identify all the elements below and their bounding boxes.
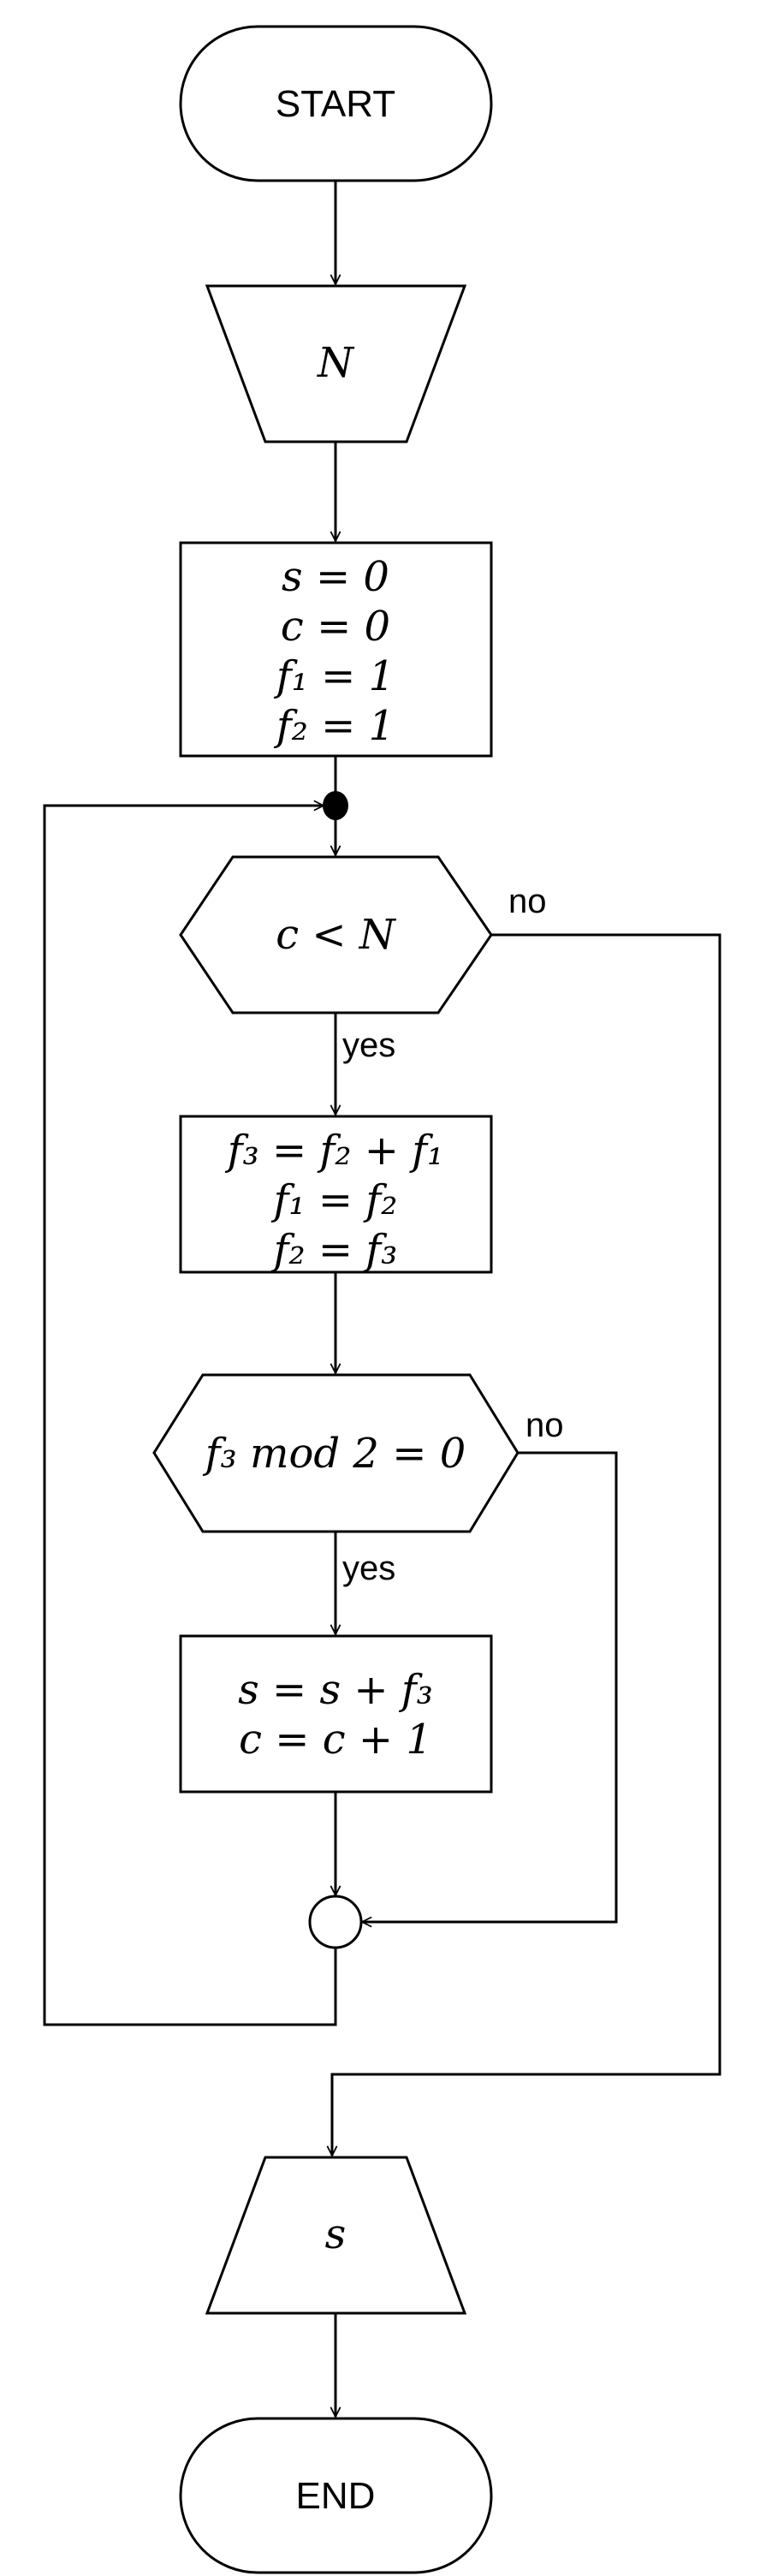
input-label: N [317,339,355,387]
update-line: f₃ = f₂ + f₁ [225,1127,444,1175]
edge-even-no [362,1451,618,1922]
init-process: s = 0 c = 0 f₁ = 1 f₂ = 1 [179,541,493,758]
init-line: s = 0 [282,553,389,601]
accumulate-process: s = s + f₃ c = c + 1 [179,1634,493,1794]
even-condition-no-label: no [525,1407,564,1444]
output-node: s [205,2156,467,2315]
init-line: f₁ = 1 [274,652,395,700]
loop-condition-decision: c < N [179,855,493,1014]
loop-junction-dot [323,791,348,820]
merge-connector [308,1895,363,1949]
edge-loop-back [43,806,337,2026]
accumulate-line: s = s + f₃ [238,1666,433,1714]
end-terminal: END [179,2417,493,2574]
start-terminal: START [179,25,493,182]
edge-condition-no [332,933,721,2156]
even-condition-decision: f₃ mod 2 = 0 [152,1373,520,1533]
loop-condition-no-label: no [508,883,547,920]
init-line: f₂ = 1 [274,702,395,750]
start-label: START [276,83,395,125]
input-node: N [205,284,467,443]
update-line: f₁ = f₂ [271,1176,398,1224]
loop-condition-label: c < N [276,911,397,959]
output-label: s [325,2210,347,2258]
accumulate-line: c = c + 1 [239,1716,432,1764]
init-line: c = 0 [281,603,390,651]
update-process: f₃ = f₂ + f₁ f₁ = f₂ f₂ = f₃ [179,1115,493,1274]
end-label: END [296,2475,376,2517]
even-condition-label: f₃ mod 2 = 0 [203,1430,466,1478]
update-line: f₂ = f₃ [271,1226,398,1274]
even-condition-yes-label: yes [342,1550,395,1587]
loop-condition-yes-label: yes [342,1026,395,1064]
